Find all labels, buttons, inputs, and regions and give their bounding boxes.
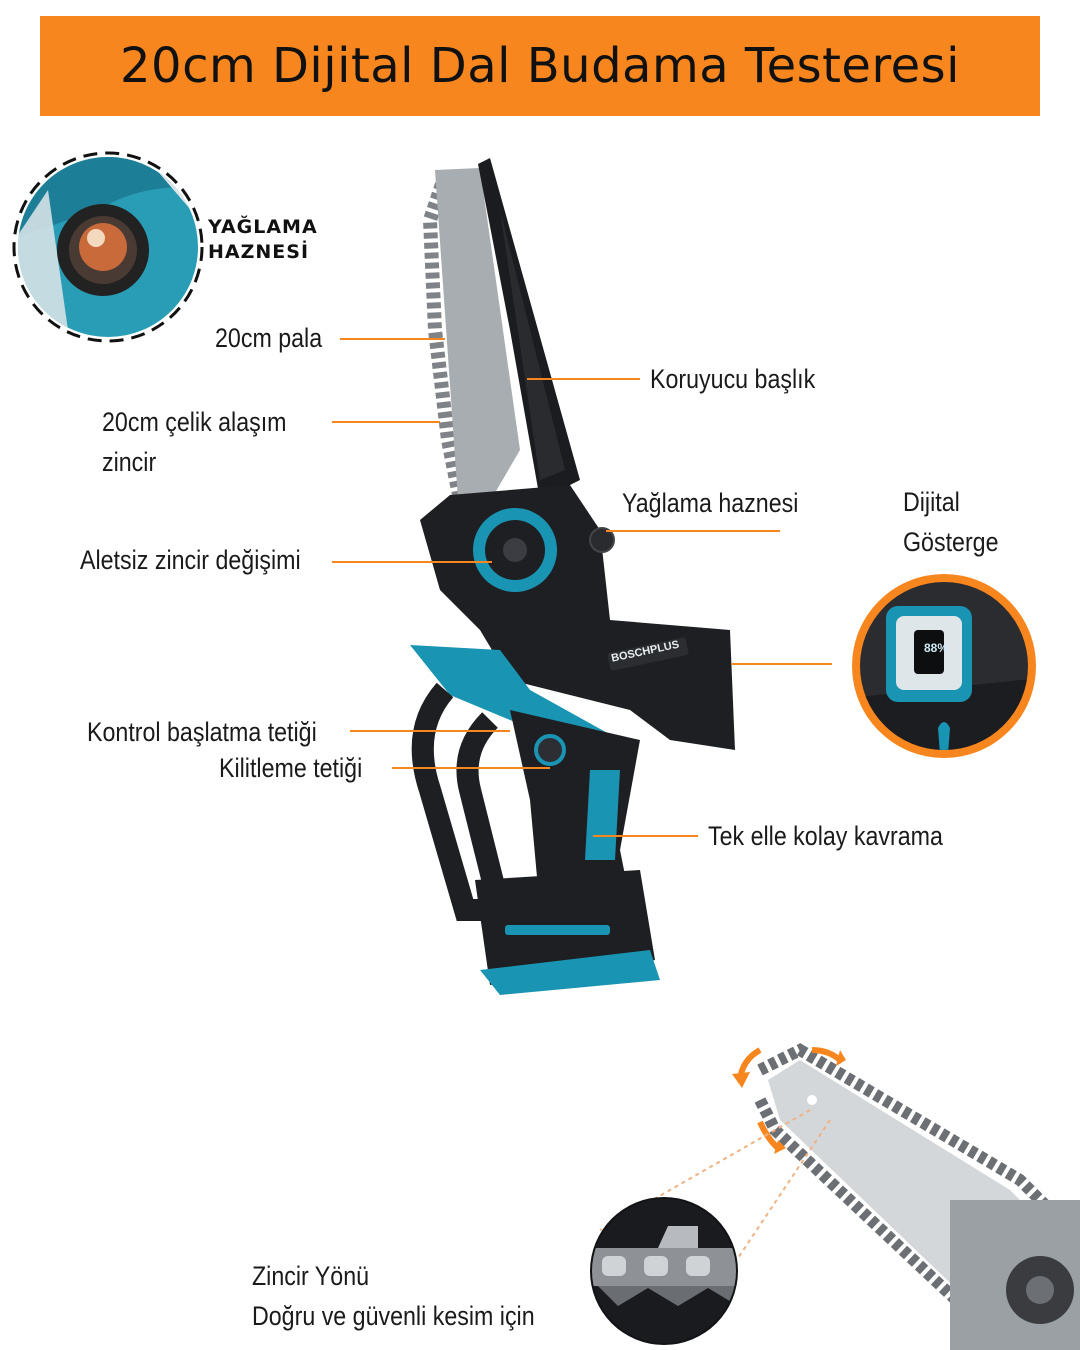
callout-chain (332, 421, 440, 423)
label-chain-direction-line-1: Zincir Yönü (252, 1261, 370, 1291)
chain-bar-closeup-image (599, 1043, 1080, 1350)
oil-tank-badge: YAĞLAMA HAZNESİ (208, 215, 318, 265)
page-title: 20cm Dijital Dal Budama Testeresi (119, 38, 961, 94)
callout-lock-trigger (392, 767, 550, 769)
label-chain-direction-line-2: Doğru ve güvenli kesim için (252, 1301, 535, 1331)
digital-display-inset-icon (852, 574, 1036, 758)
oil-tank-inset-icon (12, 151, 204, 343)
label-display-line-1: Dijital (903, 487, 960, 517)
label-oil-tank: Yağlama haznesi (622, 488, 799, 518)
label-display-line-2: Gösterge (903, 527, 999, 557)
badge-line-2: HAZNESİ (208, 241, 310, 263)
label-chain-direction: Zincir Yönü Doğru ve güvenli kesim için (252, 1256, 535, 1336)
callout-start-trigger (350, 730, 510, 732)
label-chain: 20cm çelik alaşım zincir (102, 402, 287, 482)
label-lock-trigger: Kilitleme tetiği (219, 753, 363, 783)
display-readout: 88% (924, 641, 949, 655)
callout-grip (593, 835, 698, 837)
label-display: Dijital Gösterge (903, 482, 999, 562)
chain-link-zoom-icon (590, 1197, 738, 1345)
callout-tool-free-change (332, 561, 492, 563)
label-start-trigger: Kontrol başlatma tetiği (87, 717, 317, 747)
label-tool-free-change: Aletsiz zincir değişimi (80, 545, 301, 575)
callout-guard (527, 378, 640, 380)
label-chain-line-2: zincir (102, 447, 157, 477)
label-blade: 20cm pala (215, 323, 323, 353)
label-guard: Koruyucu başlık (650, 364, 816, 394)
badge-line-1: YAĞLAMA (208, 216, 318, 238)
callout-display (732, 663, 832, 665)
label-chain-line-1: 20cm çelik alaşım (102, 407, 287, 437)
label-grip: Tek elle kolay kavrama (708, 821, 943, 851)
title-banner: 20cm Dijital Dal Budama Testeresi (40, 16, 1040, 116)
callout-oil-tank (606, 530, 780, 532)
callout-blade (340, 338, 445, 340)
mini-chainsaw-image (410, 158, 735, 995)
